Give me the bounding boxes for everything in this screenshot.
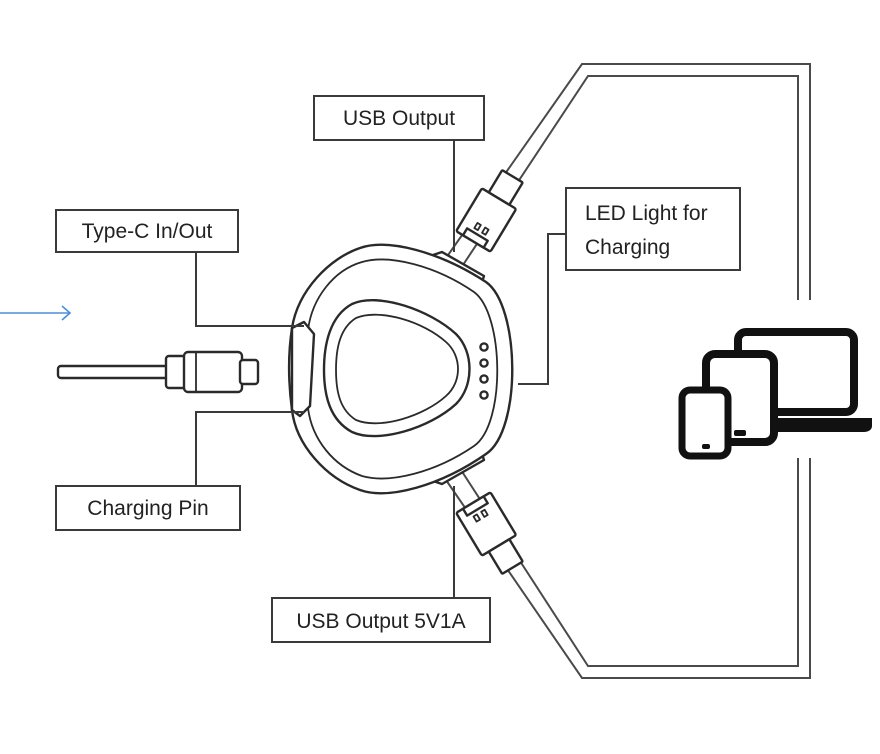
usb-plug-upper: [455, 169, 524, 253]
label-type-c: Type-C In/Out: [55, 209, 239, 253]
usb-output-text: USB Output: [343, 107, 455, 130]
led-light-text-line1: LED Light for: [585, 202, 708, 225]
charging-pin-text: Charging Pin: [87, 497, 208, 520]
label-usb-output: USB Output: [313, 95, 485, 141]
usb-plug-lower: [455, 491, 524, 575]
device-cable-frame: [445, 63, 811, 679]
arrow-right-icon: [0, 305, 72, 321]
led-dot-4: [479, 390, 489, 400]
led-dot-1: [479, 342, 489, 352]
led-dot-3: [479, 374, 489, 384]
type-c-text: Type-C In/Out: [82, 220, 213, 243]
label-charging-pin: Charging Pin: [55, 485, 241, 531]
type-c-cable: [56, 350, 260, 394]
led-light-text-line2: Charging: [585, 236, 670, 259]
leader-lines: [195, 140, 566, 598]
laptop-tablet-phone-icon: [678, 328, 872, 460]
led-dot-2: [479, 358, 489, 368]
usb-output-5v1a-text: USB Output 5V1A: [296, 610, 465, 633]
label-usb-output-5v1a: USB Output 5V1A: [271, 597, 491, 643]
label-led-light: LED Light for Charging: [565, 187, 741, 271]
power-bank: [287, 243, 514, 495]
